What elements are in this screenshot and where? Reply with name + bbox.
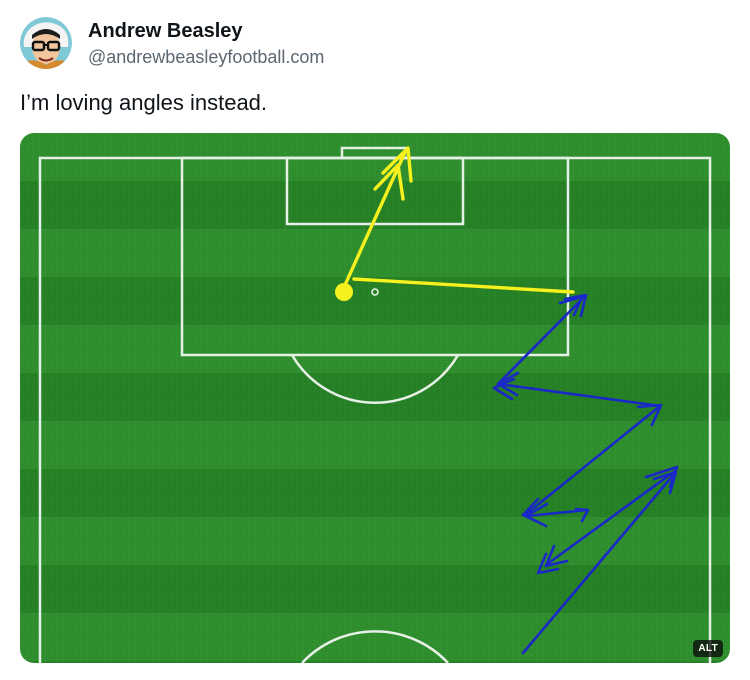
shot-arrowhead xyxy=(381,146,413,183)
center-circle xyxy=(301,630,449,663)
pass-arrowhead xyxy=(558,295,584,317)
pass-arrow xyxy=(496,382,662,408)
avatar[interactable] xyxy=(20,17,72,69)
shot-arrows xyxy=(343,146,575,294)
shot-arrowhead xyxy=(373,163,405,201)
author-display-name[interactable]: Andrew Beasley xyxy=(88,19,243,42)
penalty-arc xyxy=(290,354,460,404)
pass-arrow xyxy=(544,469,677,567)
pass-arrow xyxy=(521,471,677,655)
pass-arrow xyxy=(496,294,587,386)
post-text: I’m loving angles instead. xyxy=(20,90,268,115)
penalty-spot xyxy=(371,288,379,296)
pitch-markings xyxy=(38,146,712,663)
pass-arrow xyxy=(525,508,589,518)
shot-pass-arrow xyxy=(352,277,575,294)
cartoon-avatar-icon xyxy=(20,17,72,69)
author-handle[interactable]: @andrewbeasleyfootball.com xyxy=(88,46,325,67)
author-names: Andrew Beasley @andrewbeasleyfootball.co… xyxy=(88,18,324,69)
pass-arrowhead xyxy=(636,403,663,427)
pass-arrowhead xyxy=(574,507,590,523)
pass-arrowhead xyxy=(536,552,560,575)
pass-arrows xyxy=(492,293,679,655)
pass-arrowhead xyxy=(644,465,679,489)
post-header: Andrew Beasley @andrewbeasleyfootball.co… xyxy=(20,17,324,69)
pass-arrow xyxy=(523,404,662,517)
pass-arrowhead xyxy=(521,497,542,525)
pitch-diagram xyxy=(20,133,730,663)
pitch-texture xyxy=(20,133,730,663)
shot-origin-marker xyxy=(335,283,353,301)
post-image[interactable]: ALT xyxy=(20,133,730,663)
pass-arrowhead xyxy=(563,293,588,318)
alt-badge[interactable]: ALT xyxy=(693,640,723,657)
shot-arrow xyxy=(343,148,408,287)
pass-arrowhead xyxy=(492,377,516,401)
pass-arrowhead xyxy=(544,544,569,568)
